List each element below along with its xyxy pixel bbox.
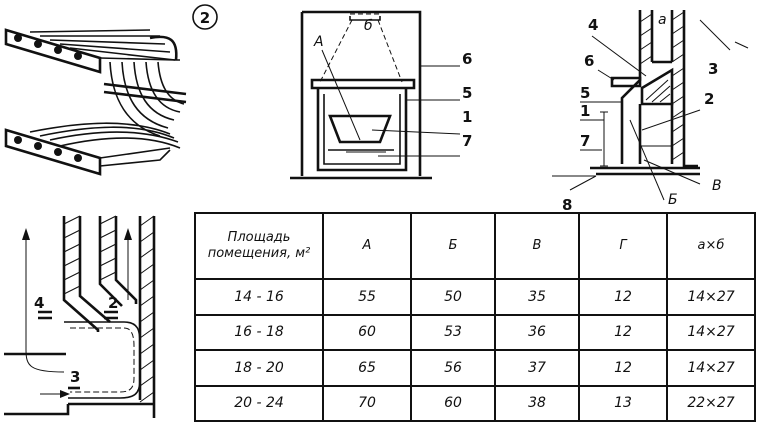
section-label-5: 5 (580, 84, 590, 102)
section-label-8: 8 (562, 196, 572, 214)
table-cell: 53 (410, 313, 496, 351)
table-cell: 12 (578, 349, 668, 387)
dim-label-B: Б (668, 192, 678, 208)
section-label-2: 2 (704, 90, 714, 108)
scheme-label-2: 2 (108, 294, 118, 312)
part-label-7: 7 (462, 132, 472, 150)
header-A: А (322, 212, 412, 280)
air-circulation-scheme (4, 215, 156, 418)
table-cell: 35 (494, 278, 580, 316)
scheme-label-3: 3 (70, 368, 80, 386)
dim-label-a: а (658, 12, 667, 28)
table-row: 18 - 20 65 56 37 12 14×27 (194, 349, 756, 387)
scheme-label-4: 4 (34, 294, 44, 312)
table-cell: 70 (322, 384, 412, 422)
dimensions-table: Площадь помещения, м² А Б В Г а×б 14 - 1… (194, 212, 756, 422)
header-V: В (494, 212, 580, 280)
section-label-4: 4 (588, 16, 598, 34)
table-cell: 14×27 (666, 313, 756, 351)
table-cell: 50 (410, 278, 496, 316)
table-cell: 60 (410, 384, 496, 422)
part-label-5: 5 (462, 84, 472, 102)
table-cell: 12 (578, 278, 668, 316)
tube-grate-drawing (4, 28, 187, 176)
table-cell: 20 - 24 (194, 384, 324, 422)
header-area: Площадь помещения, м² (194, 212, 324, 280)
table-cell: 12 (578, 313, 668, 351)
table-cell: 14 - 16 (194, 278, 324, 316)
dim-label-A: А (313, 34, 324, 50)
table-cell: 36 (494, 313, 580, 351)
figure-number: 2 (200, 9, 210, 27)
section-label-6: 6 (584, 52, 594, 70)
table-cell: 56 (410, 349, 496, 387)
part-label-1: 1 (462, 108, 472, 126)
table-row: 14 - 16 55 50 35 12 14×27 (194, 278, 756, 316)
table-cell: 13 (578, 384, 668, 422)
section-label-1: 1 (580, 102, 590, 120)
table-cell: 14×27 (666, 278, 756, 316)
table-row: 16 - 18 60 53 36 12 14×27 (194, 313, 756, 351)
table-cell: 18 - 20 (194, 349, 324, 387)
header-axb: а×б (666, 212, 756, 280)
dim-label-V: В (712, 178, 722, 194)
table-cell: 55 (322, 278, 412, 316)
fireplace-section-view (552, 10, 749, 201)
fireplace-front-view (290, 10, 461, 180)
part-label-6: 6 (462, 50, 472, 68)
table-row: 20 - 24 70 60 38 13 22×27 (194, 384, 756, 422)
table-cell: 16 - 18 (194, 313, 324, 351)
header-B: Б (410, 212, 496, 280)
table-cell: 38 (494, 384, 580, 422)
table-header-row: Площадь помещения, м² А Б В Г а×б (194, 212, 756, 280)
section-label-7: 7 (580, 132, 590, 150)
section-label-3: 3 (708, 60, 718, 78)
table-cell: 22×27 (666, 384, 756, 422)
dim-label-b: б (364, 18, 373, 34)
figure-number-badge: 2 (192, 4, 218, 30)
header-G: Г (578, 212, 668, 280)
table-cell: 60 (322, 313, 412, 351)
table-cell: 65 (322, 349, 412, 387)
table-cell: 37 (494, 349, 580, 387)
table-cell: 14×27 (666, 349, 756, 387)
